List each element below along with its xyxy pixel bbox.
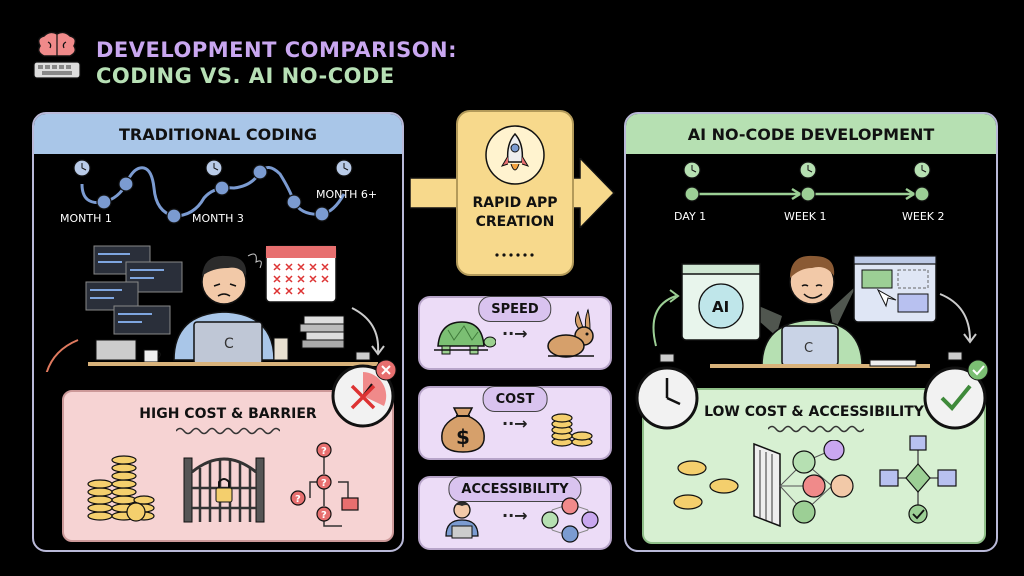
stressed-developer-illustration: C — [45, 245, 385, 372]
clock-icon — [683, 161, 931, 179]
coin-stack-icon — [87, 455, 155, 522]
flowchart-check-icon — [879, 435, 957, 524]
stopwatch-x-icon — [331, 351, 397, 428]
svg-text:C: C — [804, 341, 813, 356]
calendar-icon — [265, 245, 337, 303]
brain-keyboard-icon — [30, 30, 84, 82]
locked-gate-icon — [183, 457, 265, 523]
svg-text:?: ? — [321, 446, 327, 457]
ui-wireframe-window-icon — [853, 255, 937, 323]
rapid-app-banner: RAPID APP CREATION — [456, 110, 574, 276]
ai-nocode-panel: AI NO-CODE DEVELOPMENT DAY 1 WEEK 1 WEEK… — [624, 112, 998, 552]
high-cost-box: HIGH COST & BARRIER — [62, 390, 394, 542]
coins-icon — [551, 413, 593, 447]
low-cost-title: LOW COST & ACCESSIBILITY — [704, 404, 924, 420]
metric-cost-arrow: ··→ — [502, 414, 528, 433]
stopwatch-left-icon — [635, 353, 699, 430]
happy-developer-illustration: AI C — [652, 255, 977, 368]
timeline-label-month6: MONTH 6+ — [316, 188, 378, 201]
scattered-coins-icon — [673, 460, 739, 510]
metric-accessibility-arrow: ··→ — [502, 506, 528, 525]
metric-accessibility: ACCESSIBILITY ··→ — [418, 476, 612, 550]
ai-nocode-title: AI NO-CODE DEVELOPMENT — [626, 114, 996, 154]
rapid-app-title: RAPID APP CREATION — [472, 195, 558, 230]
metric-accessibility-label: ACCESSIBILITY — [448, 476, 582, 502]
metric-speed-arrow: ··→ — [502, 324, 528, 343]
money-bag-icon: $ — [441, 407, 485, 453]
traditional-timeline — [73, 159, 353, 224]
rocket-icon — [485, 125, 545, 185]
question-flowchart-icon: ???? — [290, 442, 359, 527]
open-door-users-icon — [753, 440, 854, 528]
svg-text:?: ? — [321, 510, 327, 521]
timeline-label-day1: DAY 1 — [674, 210, 707, 223]
svg-text:?: ? — [321, 478, 327, 489]
ai-label: AI — [712, 298, 729, 316]
code-window-icon — [85, 245, 183, 335]
page-title-line1: DEVELOPMENT COMPARISON: — [96, 38, 458, 62]
svg-text:$: $ — [456, 425, 470, 449]
svg-text:C: C — [224, 336, 234, 352]
timeline-label-month1: MONTH 1 — [60, 212, 112, 225]
turtle-icon — [434, 321, 496, 355]
ai-brain-window-icon — [681, 263, 761, 341]
user-group-icon — [541, 497, 599, 543]
nocode-timeline — [683, 161, 931, 202]
metric-cost: COST $ ··→ — [418, 386, 612, 460]
stopwatch-check-icon — [923, 351, 989, 430]
timeline-label-month3: MONTH 3 — [192, 212, 244, 225]
timeline-label-week1: WEEK 1 — [784, 210, 827, 223]
traditional-coding-title: TRADITIONAL CODING — [34, 114, 402, 154]
traditional-coding-panel: TRADITIONAL CODING MONTH 1 MONTH 3 MONTH… — [32, 112, 404, 552]
metric-cost-label: COST — [482, 386, 548, 412]
metric-speed-label: SPEED — [478, 296, 552, 322]
svg-text:?: ? — [295, 494, 301, 505]
high-cost-title: HIGH COST & BARRIER — [139, 406, 317, 422]
clock-icon — [73, 159, 353, 177]
single-user-icon — [445, 501, 479, 539]
metric-speed: SPEED ··→ — [418, 296, 612, 370]
timeline-label-week2: WEEK 2 — [902, 210, 945, 223]
page-title-line2: CODING VS. AI NO-CODE — [96, 64, 395, 88]
rabbit-icon — [547, 308, 594, 358]
